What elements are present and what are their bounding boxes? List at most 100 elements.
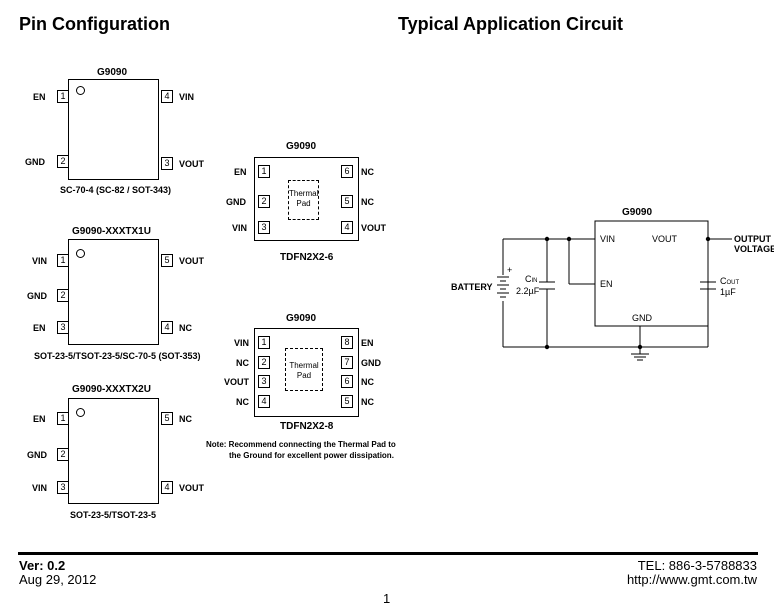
package-title: G9090 <box>286 141 317 152</box>
pin-label: GND <box>25 157 45 167</box>
pin-number: 3 <box>57 321 69 334</box>
pin-label: VOUT <box>179 159 205 169</box>
package-title: G9090 <box>286 313 317 324</box>
pin-number: 2 <box>57 289 69 302</box>
output-voltage-label-line1: OUTPUT <box>734 234 771 244</box>
pin-number: 1 <box>57 90 69 103</box>
pin-label: NC <box>236 358 249 368</box>
output-capacitor-icon <box>700 281 716 290</box>
cout-value: 1µF <box>720 287 736 297</box>
package-caption: SOT-23-5/TSOT-23-5 <box>70 510 157 520</box>
thermal-pad: Thermal Pad <box>288 180 319 220</box>
telephone-text: TEL: 886-3-5788833 <box>637 558 757 573</box>
circuit-pin-en: EN <box>600 279 613 289</box>
pin-label: GND <box>361 358 381 368</box>
pin-number: 3 <box>258 221 270 234</box>
pin-label: VIN <box>32 483 48 493</box>
battery-plus-sign: + <box>507 265 513 275</box>
pin-label: VIN <box>179 92 195 102</box>
pin-configuration-heading: Pin Configuration <box>19 14 170 34</box>
pin1-marker-icon <box>76 86 85 95</box>
package-caption: SC-70-4 (SC-82 / SOT-343) <box>60 185 172 195</box>
thermal-pad-line1: Thermal <box>289 361 319 370</box>
circuit-ic-title: G9090 <box>622 207 653 218</box>
version-text: Ver: 0.2 <box>19 558 66 573</box>
pin-label: EN <box>33 414 46 424</box>
pin-number: 1 <box>57 254 69 267</box>
pin-number: 1 <box>57 412 69 425</box>
pin-label: NC <box>236 397 249 407</box>
pin-label: NC <box>179 323 192 333</box>
pin-label: EN <box>361 338 374 348</box>
input-capacitor-icon <box>539 281 555 290</box>
pin-label: VIN <box>232 223 248 233</box>
date-text: Aug 29, 2012 <box>19 572 97 587</box>
package-caption: SOT-23-5/TSOT-23-5/SC-70-5 (SOT-353) <box>34 351 201 361</box>
pin-number: 4 <box>258 395 270 408</box>
pin-label: VIN <box>32 256 48 266</box>
pin-number: 3 <box>161 157 173 170</box>
pin-label: GND <box>27 291 47 301</box>
battery-icon <box>497 276 509 298</box>
pin-label: NC <box>361 397 374 407</box>
pin-number: 3 <box>258 375 270 388</box>
package-caption: TDFN2X2-6 <box>280 252 334 263</box>
pin-number: 2 <box>258 356 270 369</box>
footer-divider <box>18 552 758 555</box>
pin-label: NC <box>179 414 192 424</box>
pin1-marker-icon <box>76 249 85 258</box>
pin-label: VOUT <box>179 483 205 493</box>
package-title: G9090-XXXTX1U <box>72 226 151 237</box>
pin-number: 2 <box>258 195 270 208</box>
pin-label: GND <box>226 197 246 207</box>
pin-number: 4 <box>161 90 173 103</box>
pin1-marker-icon <box>76 408 85 417</box>
cin-label: CIN <box>525 274 538 284</box>
package-body <box>68 79 159 180</box>
pin-label: GND <box>27 450 47 460</box>
battery-label: BATTERY <box>451 282 493 292</box>
pin-number: 5 <box>341 195 353 208</box>
pin-label: NC <box>361 377 374 387</box>
pin-label: VOUT <box>224 377 250 387</box>
pin-number: 4 <box>341 221 353 234</box>
cin-value: 2.2µF <box>516 286 540 296</box>
junction-dots <box>544 236 711 350</box>
pin-number: 1 <box>258 336 270 349</box>
pin-label: VOUT <box>179 256 205 266</box>
pin-number: 7 <box>341 356 353 369</box>
package-title: G9090 <box>97 67 128 78</box>
pin-number: 3 <box>57 481 69 494</box>
circuit-pin-vin: VIN <box>600 234 616 244</box>
pin-number: 1 <box>258 165 270 178</box>
pin-number: 2 <box>57 448 69 461</box>
thermal-pad-note-line1: Note: Recommend connecting the Thermal P… <box>206 440 396 449</box>
pin-label: NC <box>361 197 374 207</box>
circuit-pin-gnd: GND <box>632 313 652 323</box>
circuit-pin-vout: VOUT <box>652 234 678 244</box>
pin-label: NC <box>361 167 374 177</box>
pin-label: EN <box>33 323 46 333</box>
page-number: 1 <box>383 591 391 606</box>
pin-label: VOUT <box>361 223 387 233</box>
package-title: G9090-XXXTX2U <box>72 384 151 395</box>
pin-number: 4 <box>161 321 173 334</box>
thermal-pad-line1: Thermal <box>289 189 319 198</box>
pin-number: 8 <box>341 336 353 349</box>
thermal-pad: Thermal Pad <box>285 348 323 391</box>
package-body <box>68 398 159 504</box>
pin-label: EN <box>234 167 247 177</box>
thermal-pad-note-line2: the Ground for excellent power dissipati… <box>229 451 394 460</box>
package-caption: TDFN2X2-8 <box>280 421 334 432</box>
pin-number: 5 <box>341 395 353 408</box>
pin-number: 4 <box>161 481 173 494</box>
pin-label: EN <box>33 92 46 102</box>
application-circuit-heading: Typical Application Circuit <box>398 14 624 34</box>
website-link[interactable]: http://www.gmt.com.tw <box>626 572 757 587</box>
pin-number: 2 <box>57 155 69 168</box>
pin-label: VIN <box>234 338 250 348</box>
thermal-pad-line2: Pad <box>296 199 311 208</box>
pin-number: 6 <box>341 165 353 178</box>
pin-number: 5 <box>161 412 173 425</box>
